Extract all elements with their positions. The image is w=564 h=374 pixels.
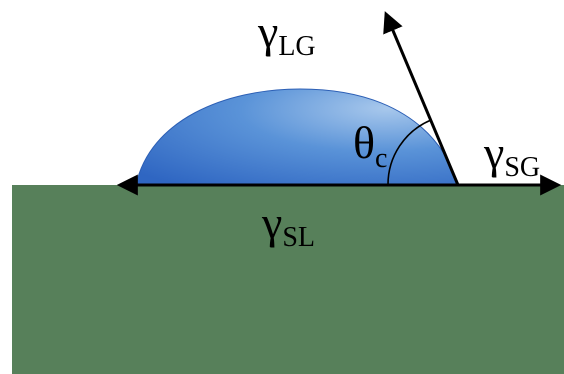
theta-c-label: θc <box>353 117 387 174</box>
gamma-lg-label: γLG <box>257 6 316 62</box>
solid-substrate <box>12 185 564 374</box>
gamma-sl-label: γSL <box>261 197 315 253</box>
contact-angle-arc <box>387 119 432 186</box>
gamma-lg-vector <box>383 11 460 186</box>
gamma-sg-label: γSG <box>483 127 540 183</box>
liquid-droplet <box>135 88 459 186</box>
